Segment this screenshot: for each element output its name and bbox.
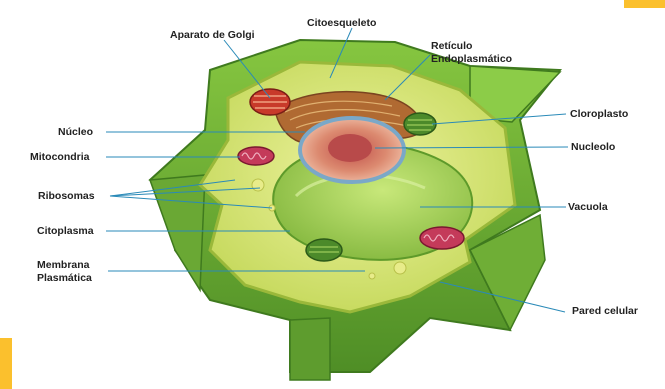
label-citoplasma: Citoplasma	[37, 225, 94, 237]
nucleus	[300, 118, 404, 182]
chloroplast-lower	[306, 239, 342, 261]
label-mitocondria: Mitocondria	[30, 151, 90, 163]
label-golgi: Aparato de Golgi	[170, 29, 255, 41]
label-cloroplasto: Cloroplasto	[570, 108, 628, 120]
label-citoesqueleto: Citoesqueleto	[307, 17, 376, 29]
mitochondrion	[238, 147, 274, 165]
label-vacuola: Vacuola	[568, 201, 608, 213]
label-membrana-line1: Membrana	[37, 259, 90, 271]
label-nucleo: Núcleo	[58, 126, 93, 138]
label-reticulo-line2: Endoplasmático	[431, 53, 512, 65]
label-membrana-line2: Plasmática	[37, 272, 92, 284]
golgi-apparatus	[250, 89, 290, 115]
mitochondrion-lower	[420, 227, 464, 249]
label-reticulo-line1: Retículo	[431, 40, 472, 52]
chloroplast	[404, 113, 436, 135]
label-pared-celular: Pared celular	[572, 305, 638, 317]
label-ribosomas: Ribosomas	[38, 190, 95, 202]
label-nucleolo: Nucleolo	[571, 141, 615, 153]
nucleolus	[328, 134, 372, 162]
